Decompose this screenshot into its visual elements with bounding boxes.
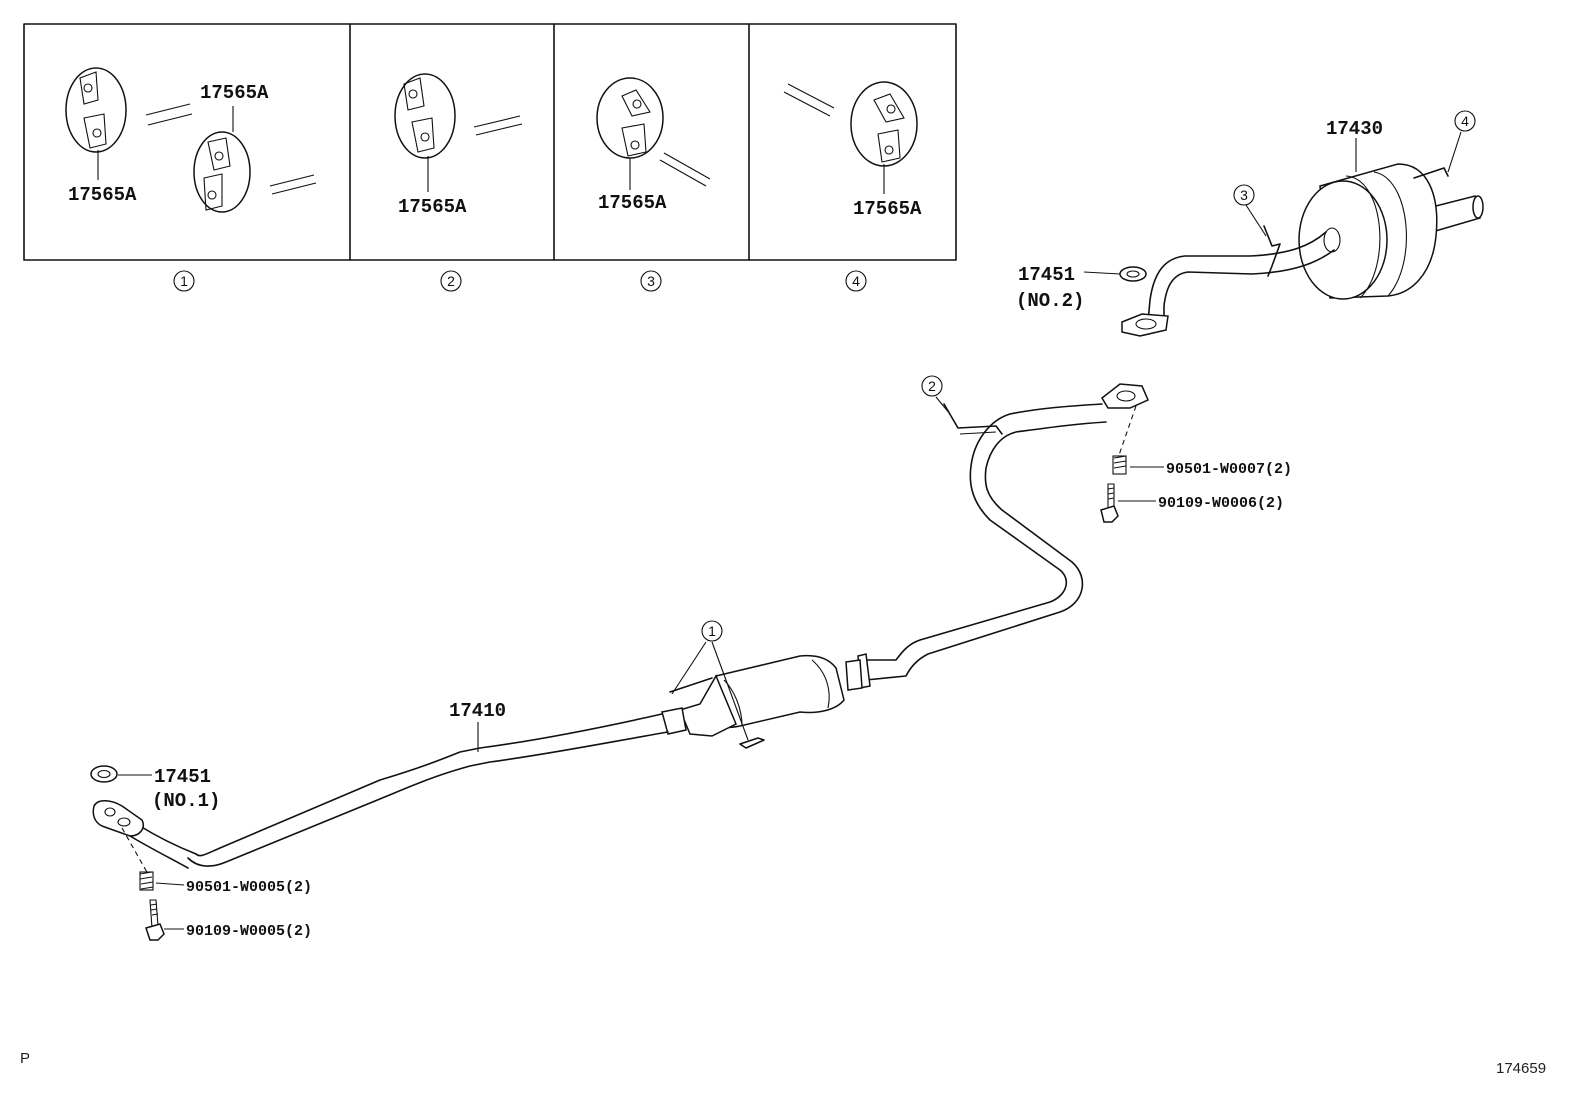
hanger-label: 17565A (853, 198, 922, 220)
bolt-rear-part-number: 90109-W0006(2) (1158, 495, 1284, 512)
hanger-label: 17565A (398, 196, 467, 218)
gasket-no2-icon (1119, 266, 1147, 282)
gasket-no2-note: (NO.2) (1016, 290, 1084, 312)
spring-icon (139, 871, 154, 891)
hanger-rubber-icon (394, 73, 456, 159)
svg-text:3: 3 (647, 273, 655, 289)
bolt-icon (1100, 483, 1119, 523)
panel-index-3: 3 (640, 270, 662, 292)
hanger-label: 17565A (200, 82, 269, 104)
gasket-no1-part-number: 17451 (154, 766, 211, 788)
svg-text:3: 3 (1240, 187, 1248, 203)
tail-pipe-part-number: 17430 (1326, 118, 1383, 140)
hanger-label: 17565A (598, 192, 667, 214)
callout-3: 3 (1233, 184, 1255, 206)
panel-index-4: 4 (845, 270, 867, 292)
spring-icon (1112, 455, 1127, 475)
tail-pipe-assembly (1121, 131, 1484, 337)
front-pipe-assembly (92, 383, 1149, 869)
illustration-number: 174659 (1496, 1060, 1546, 1077)
gasket-no1-icon (90, 765, 118, 783)
hanger-rubber-icon (65, 67, 127, 153)
hanger-rubber-icon (850, 81, 918, 167)
svg-text:4: 4 (1461, 113, 1469, 129)
detail-panels-frame (23, 23, 957, 261)
svg-text:1: 1 (708, 623, 716, 639)
svg-text:2: 2 (928, 378, 936, 394)
hanger-label: 17565A (68, 184, 137, 206)
panel-index-2: 2 (440, 270, 462, 292)
detail-panel-2: 17565A (394, 73, 523, 218)
bolt-icon (145, 899, 165, 941)
hanger-rod-icon (145, 103, 317, 195)
detail-panel-4: 17565A (783, 81, 922, 220)
spring-rear-part-number: 90501-W0007(2) (1166, 461, 1292, 478)
spring-front-part-number: 90501-W0005(2) (186, 879, 312, 896)
panel-index-1: 1 (173, 270, 195, 292)
gasket-no2-part-number: 17451 (1018, 264, 1075, 286)
hanger-rod-icon (659, 152, 711, 187)
hanger-rod-icon (473, 115, 523, 136)
bolt-front-part-number: 90109-W0005(2) (186, 923, 312, 940)
hanger-rubber-icon (596, 77, 664, 159)
hanger-rubber-icon (193, 131, 251, 213)
detail-panel-1: 17565A 17565A (65, 67, 317, 213)
detail-panel-3: 17565A (596, 77, 711, 214)
front-pipe-part-number: 17410 (449, 700, 506, 722)
callout-2: 2 (921, 375, 943, 397)
hanger-rod-icon (783, 83, 835, 117)
svg-text:1: 1 (180, 273, 188, 289)
gasket-no1-note: (NO.1) (152, 790, 220, 812)
svg-text:4: 4 (852, 273, 860, 289)
callout-4: 4 (1454, 110, 1476, 132)
corner-code-left: P (20, 1050, 30, 1067)
callout-1: 1 (701, 620, 723, 642)
svg-text:2: 2 (447, 273, 455, 289)
